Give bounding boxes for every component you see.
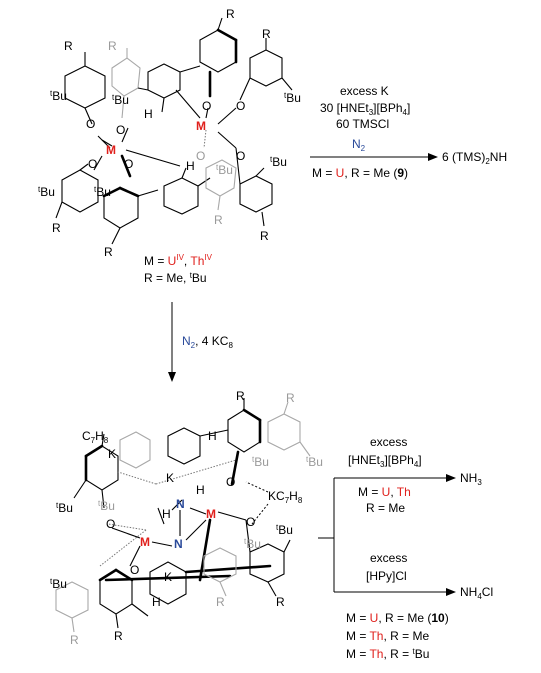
label-r: R <box>236 389 245 403</box>
label-tbu-gray: tBu <box>216 163 233 177</box>
label-tbu: tBu <box>94 185 111 199</box>
reagent-tmscl: 60 TMSCl <box>336 117 389 131</box>
label-o: O <box>124 157 133 171</box>
reagent-excess-k: excess K <box>340 84 389 98</box>
label-r-gray: R <box>216 595 225 609</box>
label-o: O <box>246 515 255 529</box>
label-h: H <box>208 429 217 443</box>
label-tbu: tBu <box>276 523 293 537</box>
label-n: N <box>174 537 183 551</box>
reaction-top-right: excess K 30 [HNEt3][BPh4] 60 TMSCl N2 6 … <box>310 84 507 180</box>
product-tms2nh: 6 (TMS)2NH <box>442 150 507 166</box>
condition-r-me: R = Me <box>366 501 405 515</box>
arrowhead-icon <box>428 153 438 161</box>
top-caption-r: R = Me, tBu <box>144 271 207 285</box>
label-r: R <box>260 229 269 243</box>
label-tbu: tBu <box>112 93 129 107</box>
condition-list-item: M = Th, R = Me <box>346 629 429 643</box>
label-h: H <box>144 107 153 121</box>
reagent-hpycl: [HPy]Cl <box>366 569 407 583</box>
label-o: O <box>86 117 95 131</box>
label-r: R <box>52 221 61 235</box>
product-nh3: NH3 <box>460 471 482 487</box>
reagent-hnet3: [HNEt3][BPh4] <box>348 453 422 469</box>
label-r: R <box>114 629 123 643</box>
label-r: R <box>226 7 235 21</box>
label-tbu-gray: tBu <box>252 455 269 469</box>
label-tbu: tBu <box>56 501 73 515</box>
bottom-complex-structure <box>55 398 311 633</box>
label-tbu: tBu <box>284 91 301 105</box>
top-complex-structure <box>55 17 293 245</box>
label-r-gray: R <box>70 633 79 647</box>
reagent-n2-kc8: N2, 4 KC8 <box>182 334 233 350</box>
arrowhead-icon <box>446 588 456 596</box>
condition-u-me: M = U, R = Me (9) <box>312 166 408 180</box>
label-tbu-gray: tBu <box>306 455 323 469</box>
label-tbu: tBu <box>270 155 287 169</box>
arrowhead-icon <box>446 474 456 482</box>
reaction-bottom-right: excess [HNEt3][BPh4] NH3 M = U, Th R = M… <box>318 435 493 661</box>
label-c7h8: C7H8 <box>82 429 109 445</box>
label-m-right: M <box>196 119 206 133</box>
label-r-gray: R <box>214 213 223 227</box>
label-r: R <box>104 245 113 259</box>
label-tbu-gray: tBu <box>244 537 261 551</box>
label-r: R <box>64 39 73 53</box>
label-k: K <box>108 447 116 461</box>
label-tbu: tBu <box>50 89 67 103</box>
top-complex-labels: R R R R tBu tBu tBu O O H O O M M O O O … <box>38 7 301 259</box>
label-k-c7h8: KC7H8 <box>268 489 303 505</box>
label-h: H <box>196 483 205 497</box>
label-r-gray: R <box>108 39 117 53</box>
label-m: M <box>206 507 216 521</box>
reagent-hnet3: 30 [HNEt3][BPh4] <box>320 101 410 117</box>
label-m: M <box>140 535 150 549</box>
label-h: H <box>186 159 195 173</box>
product-nh4cl: NH4Cl <box>460 585 493 601</box>
label-h: H <box>152 595 161 609</box>
label-o: O <box>116 123 125 137</box>
label-k: K <box>164 570 172 584</box>
label-m-left: M <box>106 143 116 157</box>
label-o: O <box>130 563 139 577</box>
label-k: K <box>166 471 174 485</box>
reagent-excess: excess <box>370 551 407 565</box>
reaction-down: N2, 4 KC8 <box>168 302 233 382</box>
label-o: O <box>236 99 245 113</box>
label-n: N <box>176 497 185 511</box>
label-r-gray: R <box>286 391 295 405</box>
label-o: O <box>236 149 245 163</box>
arrowhead-icon <box>168 372 176 382</box>
label-tbu-gray: tBu <box>98 499 115 513</box>
label-tbu: tBu <box>50 577 67 591</box>
label-o: O <box>202 99 211 113</box>
label-h: H <box>162 507 171 521</box>
label-r: R <box>276 595 285 609</box>
condition-list-item: M = Th, R = tBu <box>346 647 429 661</box>
reagent-excess: excess <box>370 435 407 449</box>
condition-u-th: M = U, Th <box>358 485 411 499</box>
label-r: R <box>262 27 271 41</box>
label-o: O <box>226 475 235 489</box>
condition-list-item: M = U, R = Me (10) <box>346 611 449 625</box>
bottom-complex-labels: C7H8 K K KC7H8 K H H H H N N M M O O O O… <box>50 389 323 647</box>
label-o-gray: O <box>196 149 205 163</box>
reagent-n2: N2 <box>352 137 366 153</box>
label-tbu: tBu <box>38 185 55 199</box>
label-o: O <box>88 157 97 171</box>
label-o: O <box>106 517 115 531</box>
top-caption-metal: M = UIV, ThIV <box>144 253 213 268</box>
